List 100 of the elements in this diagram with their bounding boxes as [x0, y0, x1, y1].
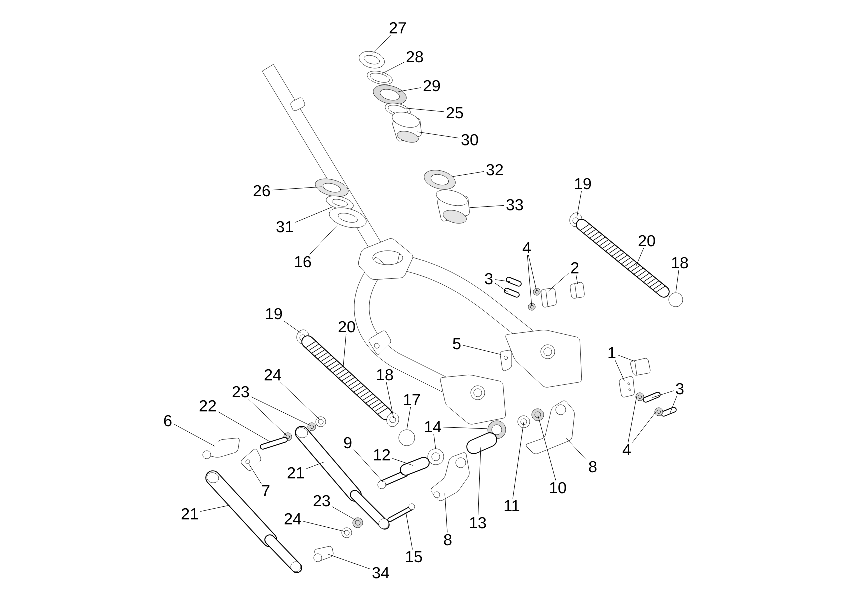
bolt — [643, 392, 661, 403]
washer — [518, 416, 530, 428]
callout-number: 22 — [200, 400, 216, 412]
clip — [500, 350, 512, 372]
leader-line — [670, 396, 678, 414]
callout-number: 8 — [589, 461, 597, 473]
cap — [630, 358, 651, 376]
leader-line — [342, 334, 347, 372]
bracket — [241, 449, 262, 471]
leader-line — [628, 396, 638, 444]
callout-number: 21 — [182, 508, 198, 520]
leader-line — [406, 512, 413, 550]
callout-number: 8 — [444, 534, 452, 546]
leader-line — [443, 427, 488, 430]
leader-line — [200, 504, 232, 512]
callout-number: 4 — [622, 444, 631, 456]
coil-spring — [302, 336, 392, 420]
leader-line — [310, 225, 338, 255]
leader-line — [284, 321, 302, 334]
leader-line — [306, 462, 325, 470]
leader-line — [272, 186, 323, 191]
leader-line — [452, 171, 485, 178]
callout-number: 17 — [404, 394, 420, 406]
leader-line — [382, 62, 405, 74]
callout-number: 24 — [264, 369, 282, 381]
callout-number: 29 — [424, 80, 440, 92]
washer — [284, 432, 292, 442]
callout-number: 14 — [425, 421, 442, 432]
washer — [428, 448, 444, 466]
leader-line — [576, 191, 582, 218]
callout-number: 3 — [676, 383, 684, 395]
leader-line — [392, 458, 414, 466]
bolt — [260, 437, 288, 450]
lever — [202, 438, 240, 460]
leader-line — [676, 270, 680, 293]
callout-number: 11 — [504, 500, 520, 512]
cup — [424, 170, 456, 190]
callout-number: 31 — [276, 221, 294, 233]
leader-line — [527, 254, 532, 307]
leader-line — [494, 280, 511, 282]
bolt — [504, 288, 520, 298]
leader-line — [248, 399, 287, 436]
leader-line — [618, 355, 636, 362]
callout-number: 18 — [672, 257, 688, 269]
washer — [533, 288, 541, 296]
callout-number: 26 — [254, 185, 270, 197]
callout-number: 4 — [522, 242, 531, 254]
leader-line — [303, 521, 346, 532]
callout-number: 5 — [453, 338, 461, 350]
callout-number: 25 — [446, 107, 464, 119]
callout-number: 6 — [164, 415, 172, 427]
leader-line — [434, 434, 436, 450]
leader-line — [332, 506, 357, 521]
leader-line — [614, 360, 625, 382]
leader-line — [444, 493, 448, 533]
ball — [398, 430, 416, 446]
leader-line — [462, 345, 502, 356]
leader-line — [406, 406, 412, 430]
leader-line — [354, 450, 384, 483]
bolt — [661, 407, 677, 417]
leader-line — [652, 390, 674, 398]
leader-line — [280, 382, 320, 420]
callout-number: 16 — [295, 256, 312, 268]
leader-line — [372, 35, 392, 55]
callout-number: 33 — [506, 199, 524, 211]
leader-line — [538, 415, 556, 481]
leader-line — [295, 207, 333, 223]
callout-number: 13 — [470, 517, 486, 529]
nut — [316, 416, 326, 428]
ring — [315, 178, 349, 198]
leader-line — [478, 447, 482, 516]
leader-line — [636, 248, 644, 267]
leader-line — [512, 422, 524, 500]
spring-eye — [570, 212, 582, 228]
callout-number: 20 — [338, 321, 356, 333]
bolt — [378, 470, 408, 490]
ring — [359, 51, 385, 69]
washer — [654, 408, 664, 416]
callout-number: 28 — [406, 51, 424, 63]
ball — [668, 292, 684, 308]
leader-line — [402, 108, 445, 112]
bolt — [388, 504, 416, 522]
leader-line — [528, 254, 538, 292]
callout-number: 32 — [486, 164, 504, 176]
linkage-arm — [431, 452, 470, 502]
bolt — [314, 546, 334, 562]
callout-number: 10 — [550, 482, 566, 494]
callout-number: 21 — [288, 467, 304, 479]
linkage-arm — [526, 400, 575, 454]
leader-line — [566, 438, 588, 461]
callout-number: 3 — [485, 273, 493, 285]
cup — [392, 112, 422, 143]
leader-line — [386, 382, 394, 419]
bushing — [466, 432, 498, 454]
callout-number: 30 — [462, 134, 478, 146]
leader-line — [249, 464, 262, 484]
washer — [308, 422, 316, 432]
callout-number: 23 — [232, 386, 250, 398]
leader-line — [632, 411, 657, 444]
bolt — [506, 277, 522, 287]
